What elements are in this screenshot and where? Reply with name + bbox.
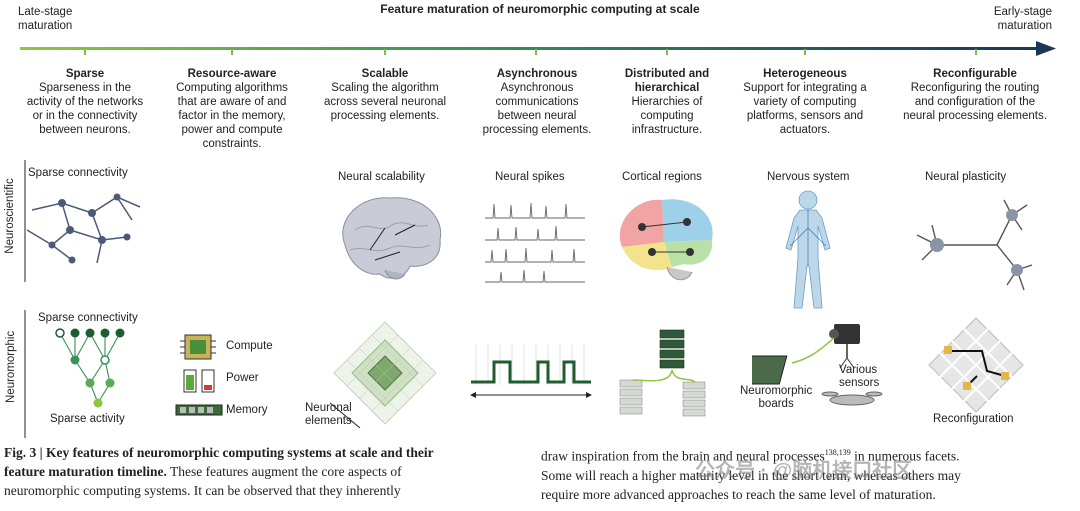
cortical-regions-illustration bbox=[619, 199, 713, 281]
heterogeneous-devices-illustration bbox=[752, 324, 883, 406]
label-sparse-connectivity-neuro: Sparse connectivity bbox=[28, 167, 128, 179]
feature-sparse: Sparse Sparseness in the activity of the… bbox=[26, 68, 144, 136]
feature-scalable: Scalable Scaling the algorithm across se… bbox=[323, 68, 447, 122]
early-stage-label: Early-stage maturation bbox=[993, 6, 1052, 32]
feature-resource-aware: Resource-aware Computing algorithms that… bbox=[176, 68, 288, 150]
row-label-neuromorphic: Neuromorphic bbox=[5, 330, 17, 403]
sparse-activity-network-illustration bbox=[55, 328, 125, 408]
label-nervous-system: Nervous system bbox=[767, 171, 850, 183]
late-stage-label: Late-stage maturation bbox=[18, 6, 73, 32]
label-neural-scalability: Neural scalability bbox=[338, 171, 425, 183]
figure-title: Feature maturation of neuromorphic compu… bbox=[380, 2, 700, 16]
neural-spikes-illustration bbox=[485, 202, 585, 283]
reconfiguration-grid-illustration bbox=[928, 317, 1024, 413]
feature-distributed: Distributed and hierarchical Hierarchies… bbox=[624, 68, 710, 136]
label-neuronal-elements: Neuronal elements bbox=[305, 402, 352, 427]
asynchronous-signal-illustration bbox=[470, 345, 592, 398]
row-brackets bbox=[24, 160, 26, 438]
neural-plasticity-illustration bbox=[916, 199, 1033, 291]
distributed-stacks-illustration bbox=[619, 329, 706, 417]
brain-scalability-illustration bbox=[342, 197, 442, 280]
label-memory: Memory bbox=[226, 404, 268, 416]
label-neural-spikes: Neural spikes bbox=[495, 171, 565, 183]
label-cortical-regions: Cortical regions bbox=[622, 171, 702, 183]
feature-asynchronous: Asynchronous Asynchronous communications… bbox=[482, 68, 592, 136]
maturation-timeline-arrow bbox=[20, 41, 1056, 56]
compute-chip-icon bbox=[180, 334, 216, 360]
label-neural-plasticity: Neural plasticity bbox=[925, 171, 1007, 183]
label-reconfiguration: Reconfiguration bbox=[933, 413, 1014, 425]
caption-right: draw inspiration from the brain and neur… bbox=[541, 448, 961, 502]
feature-reconfigurable: Reconfigurable Reconfiguring the routing… bbox=[903, 68, 1047, 122]
label-neuromorphic-boards: Neuromorphic boards bbox=[740, 385, 813, 410]
feature-heterogeneous: Heterogeneous Support for integrating a … bbox=[743, 68, 867, 136]
watermark: 公众号 · @脑机接口社区 bbox=[695, 460, 913, 482]
nervous-system-illustration bbox=[785, 190, 831, 309]
label-sparse-activity: Sparse activity bbox=[50, 413, 125, 425]
caption-left: Fig. 3 | Key features of neuromorphic co… bbox=[4, 445, 434, 498]
memory-module-icon bbox=[175, 404, 223, 416]
label-compute: Compute bbox=[226, 340, 273, 352]
row-label-neuroscientific: Neuroscientific bbox=[4, 178, 16, 254]
neuron-network-illustration bbox=[26, 193, 141, 264]
neuronal-elements-illustration bbox=[330, 321, 437, 428]
label-sparse-connectivity-morph: Sparse connectivity bbox=[38, 312, 138, 324]
power-battery-icon bbox=[183, 369, 215, 393]
label-various-sensors: Various sensors bbox=[839, 364, 880, 389]
label-power: Power bbox=[226, 372, 259, 384]
